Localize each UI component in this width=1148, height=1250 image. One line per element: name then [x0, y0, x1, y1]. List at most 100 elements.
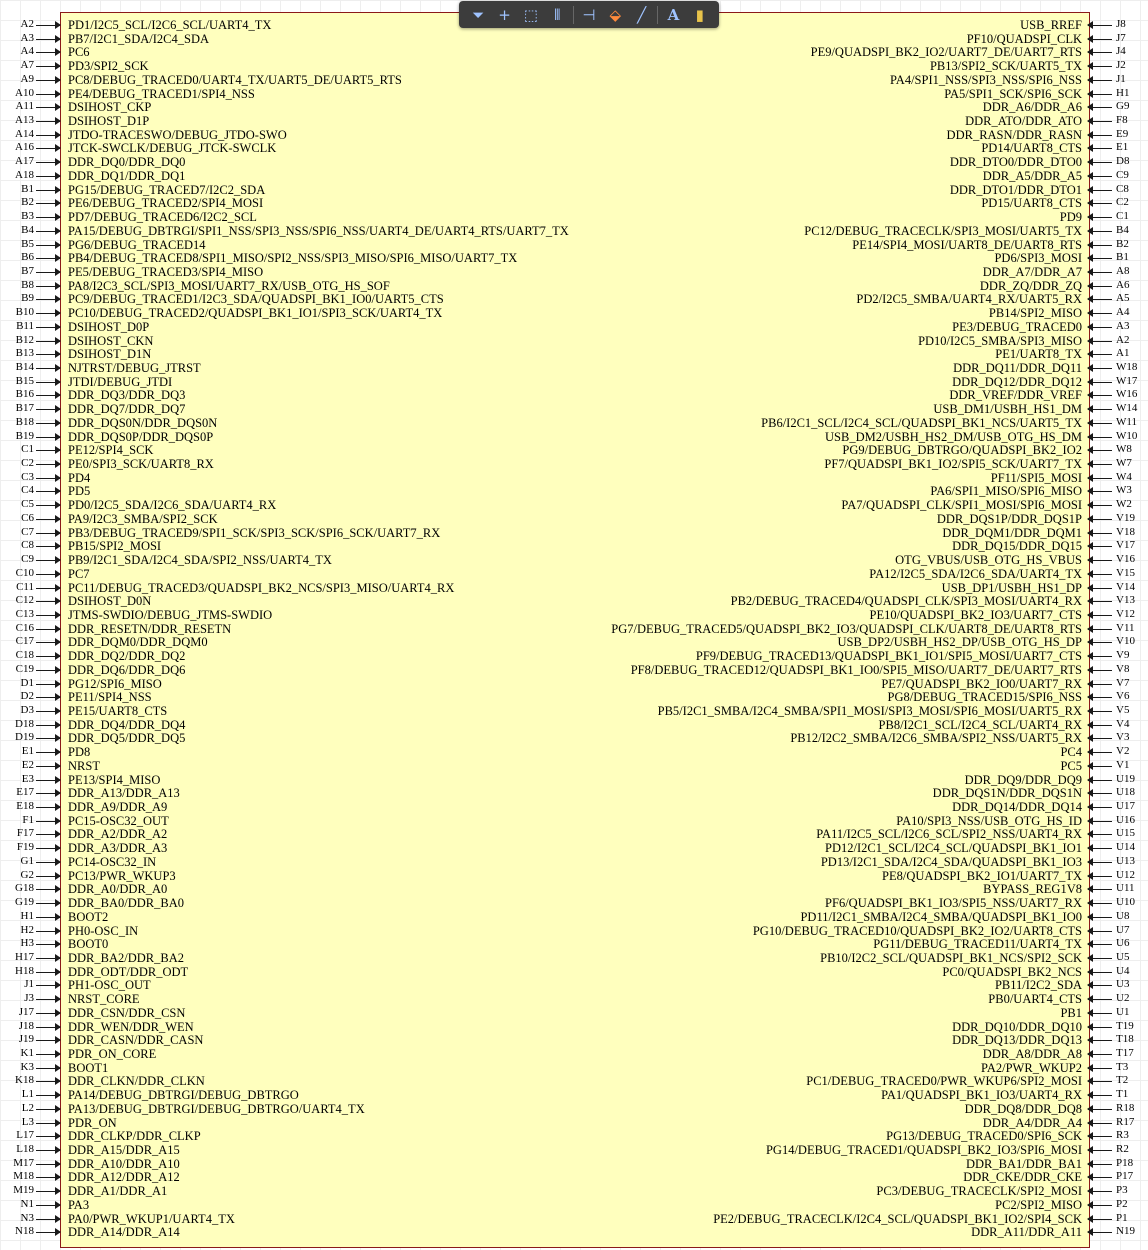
part-icon[interactable]: ▮ [695, 5, 704, 24]
select-rect-icon[interactable]: ⬚ [523, 5, 538, 24]
line-icon[interactable]: ╱ [637, 5, 647, 24]
add-icon[interactable]: + [498, 5, 511, 24]
